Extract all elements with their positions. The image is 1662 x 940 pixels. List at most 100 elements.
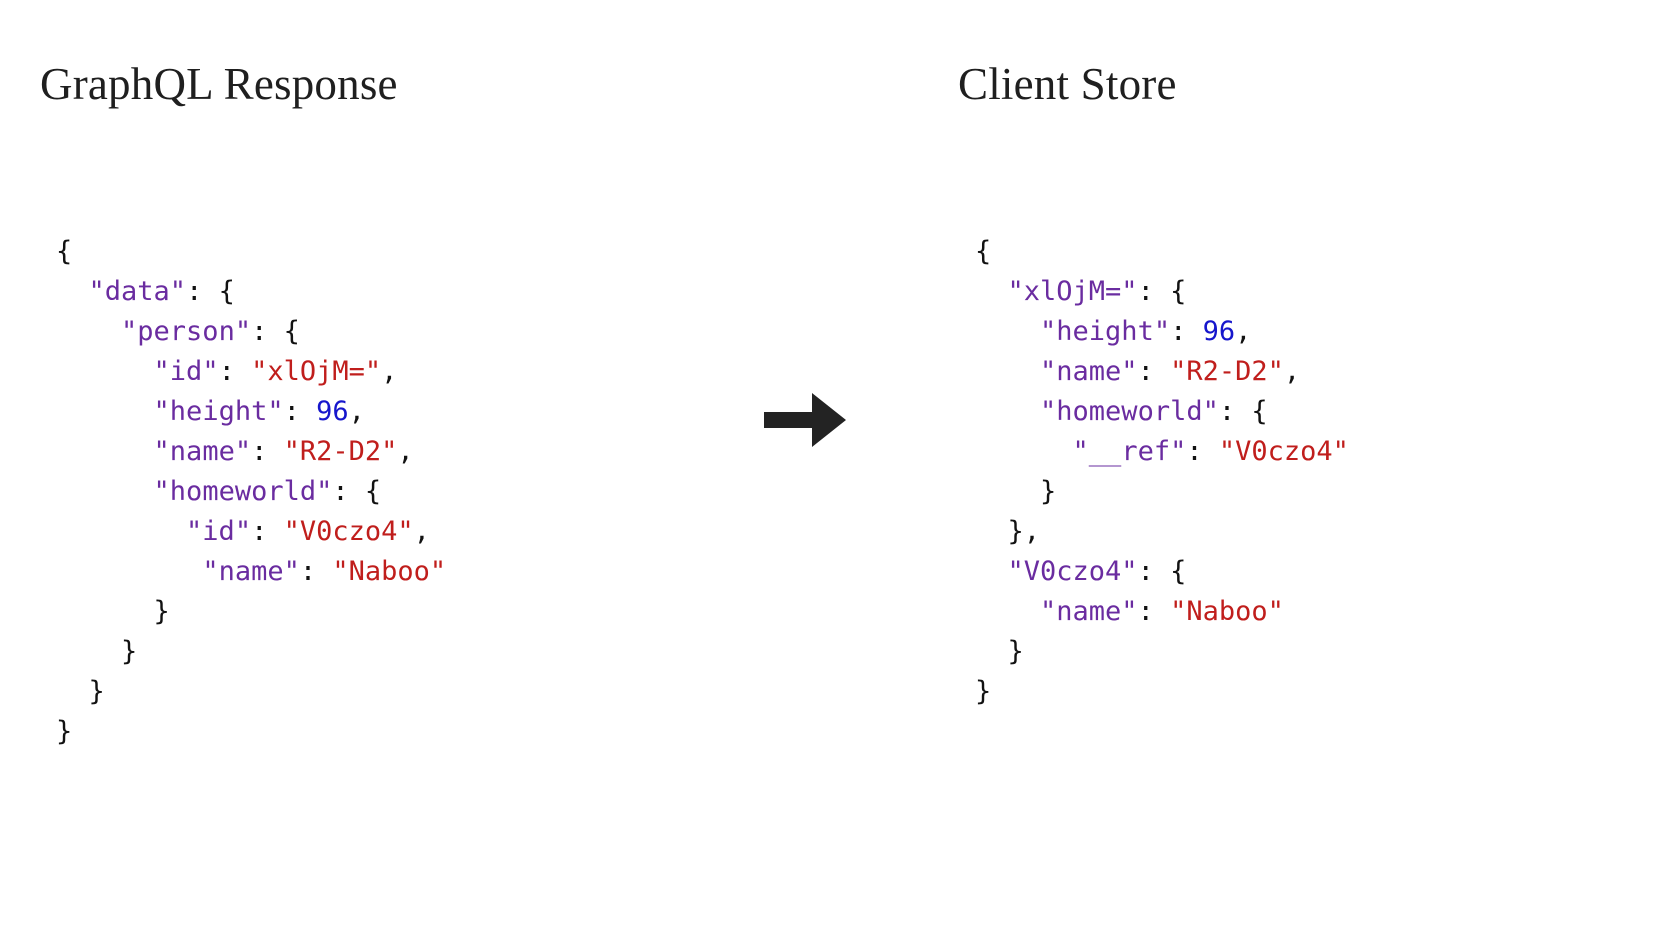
code-token-punct: },: [975, 516, 1041, 547]
code-token-num: 96: [1202, 316, 1236, 347]
code-token-punct: }: [56, 636, 138, 667]
code-token-key: "V0czo4": [1007, 556, 1138, 587]
code-token-punct: [56, 436, 154, 467]
code-line: "name": "R2-D2",: [975, 352, 1349, 392]
code-token-num: 96: [316, 396, 349, 427]
code-token-punct: }: [56, 596, 170, 627]
code-token-punct: :: [1137, 596, 1171, 627]
code-line: "data": {: [56, 272, 446, 312]
code-token-punct: }: [975, 636, 1024, 667]
graphql-response-code-block: { "data": { "person": { "id": "xlOjM=", …: [56, 232, 446, 752]
code-token-punct: }: [56, 676, 105, 707]
code-line: "name": "R2-D2",: [56, 432, 446, 472]
code-token-punct: [975, 556, 1008, 587]
code-token-punct: [975, 436, 1073, 467]
arrow-right-icon: [764, 392, 846, 448]
code-line: "homeworld": {: [975, 392, 1349, 432]
code-token-punct: [975, 396, 1040, 427]
code-token-str: "xlOjM=": [251, 356, 382, 387]
code-line: }: [975, 632, 1349, 672]
code-token-punct: [56, 356, 154, 387]
code-line: "person": {: [56, 312, 446, 352]
code-token-punct: [56, 396, 154, 427]
code-token-str: "Naboo": [1170, 596, 1284, 627]
code-token-key: "homeworld": [1040, 396, 1219, 427]
code-token-key: "height": [1040, 316, 1171, 347]
code-token-str: "R2-D2": [283, 436, 398, 467]
code-line: "id": "V0czo4",: [56, 512, 446, 552]
code-token-key: "name": [202, 556, 300, 587]
code-line: "name": "Naboo": [975, 592, 1349, 632]
code-line: }: [975, 472, 1349, 512]
code-token-key: "__ref": [1072, 436, 1187, 467]
code-token-punct: {: [975, 236, 992, 267]
code-line: "V0czo4": {: [975, 552, 1349, 592]
code-line: "homeworld": {: [56, 472, 446, 512]
code-token-punct: :: [1186, 436, 1219, 467]
code-token-punct: [56, 516, 186, 547]
code-line: {: [56, 232, 446, 272]
code-token-punct: :: [251, 516, 284, 547]
code-token-punct: {: [56, 236, 73, 267]
code-token-punct: : {: [1218, 396, 1268, 427]
client-store-code-block: { "xlOjM=": { "height": 96, "name": "R2-…: [975, 232, 1349, 712]
code-line: "__ref": "V0czo4": [975, 432, 1349, 472]
code-token-str: "Naboo": [332, 556, 447, 587]
code-token-punct: : {: [332, 476, 382, 507]
code-token-punct: [975, 596, 1040, 627]
code-token-key: "name": [1040, 596, 1138, 627]
code-line: "xlOjM=": {: [975, 272, 1349, 312]
code-token-punct: :: [218, 356, 252, 387]
code-token-punct: ,: [1235, 316, 1252, 347]
code-token-punct: ,: [1283, 356, 1301, 387]
code-token-key: "person": [121, 316, 252, 347]
code-token-key: "homeworld": [153, 476, 333, 507]
code-token-str: "V0czo4": [1218, 436, 1349, 467]
client-store-title: Client Store: [958, 59, 1177, 109]
code-token-punct: ,: [397, 436, 414, 467]
code-token-key: "id": [153, 356, 219, 387]
code-token-punct: :: [1170, 316, 1203, 347]
code-token-punct: [56, 276, 89, 307]
code-token-punct: : {: [1137, 556, 1187, 587]
code-line: }: [56, 672, 446, 712]
code-line: "id": "xlOjM=",: [56, 352, 446, 392]
code-token-punct: : {: [1137, 276, 1187, 307]
code-line: }: [56, 592, 446, 632]
code-line: {: [975, 232, 1349, 272]
code-token-punct: : {: [251, 316, 300, 347]
code-token-punct: [56, 476, 154, 507]
code-token-str: "R2-D2": [1170, 356, 1284, 387]
code-line: }: [56, 712, 446, 752]
code-token-punct: ,: [348, 396, 365, 427]
code-token-punct: ,: [413, 516, 430, 547]
code-line: "name": "Naboo": [56, 552, 446, 592]
code-token-punct: }: [975, 476, 1057, 507]
code-token-punct: [975, 356, 1040, 387]
code-token-punct: }: [975, 676, 992, 707]
code-line: }: [56, 632, 446, 672]
code-token-key: "data": [88, 276, 187, 307]
code-token-punct: :: [1137, 356, 1171, 387]
code-token-key: "name": [153, 436, 252, 467]
code-token-punct: [56, 556, 202, 587]
code-line: }: [975, 672, 1349, 712]
code-line: "height": 96,: [56, 392, 446, 432]
code-token-punct: }: [56, 716, 73, 747]
code-line: },: [975, 512, 1349, 552]
code-token-punct: :: [283, 396, 317, 427]
code-token-punct: ,: [381, 356, 398, 387]
code-token-str: "V0czo4": [283, 516, 414, 547]
code-token-punct: [56, 316, 121, 347]
code-token-punct: : {: [186, 276, 235, 307]
code-token-key: "xlOjM=": [1007, 276, 1138, 307]
code-token-punct: [975, 316, 1040, 347]
code-token-punct: [975, 276, 1008, 307]
code-token-key: "id": [186, 516, 252, 547]
code-token-key: "height": [153, 396, 284, 427]
code-token-key: "name": [1040, 356, 1138, 387]
graphql-response-title: GraphQL Response: [40, 59, 398, 109]
code-token-punct: :: [251, 436, 284, 467]
code-line: "height": 96,: [975, 312, 1349, 352]
